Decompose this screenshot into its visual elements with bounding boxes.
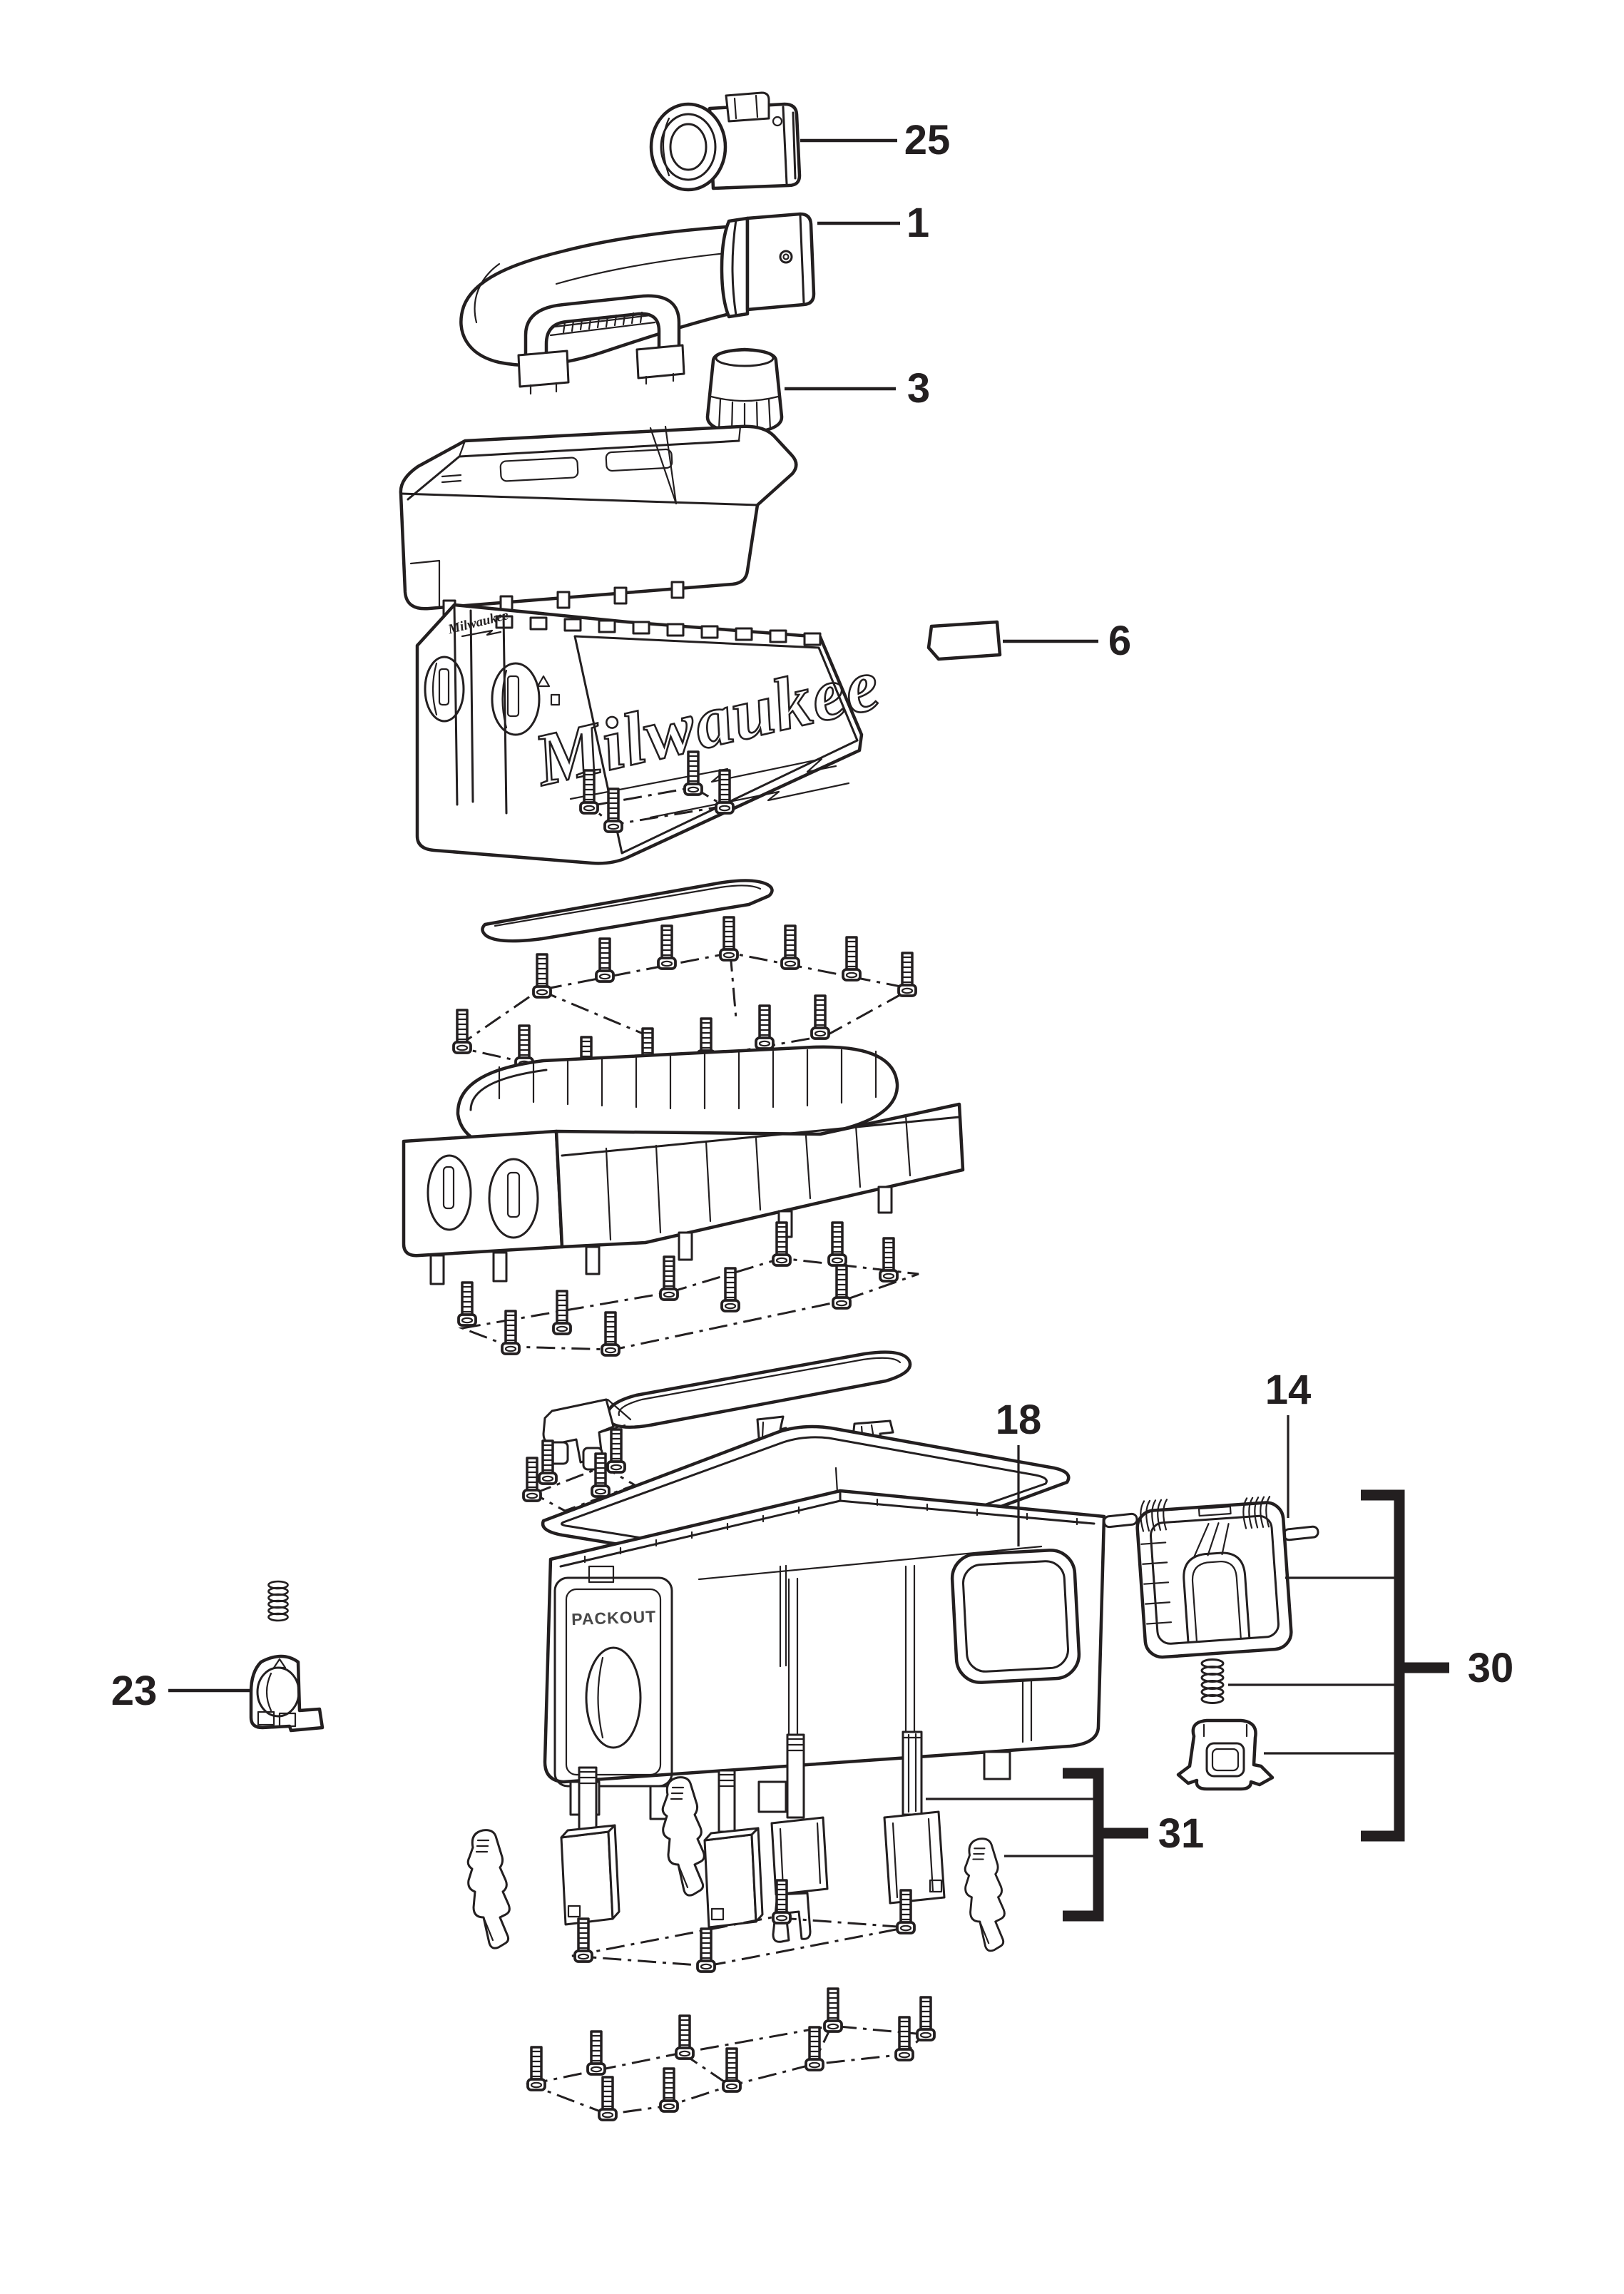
bracket-31	[926, 1768, 1148, 1922]
callout-6: 6	[1108, 618, 1131, 664]
callout-14: 14	[1265, 1367, 1312, 1413]
callout-25: 25	[904, 117, 951, 163]
callout-18: 18	[996, 1397, 1042, 1443]
bracket-30	[1228, 1489, 1449, 1842]
screw-set-a	[579, 750, 735, 833]
part-mid-frame	[402, 1045, 965, 1285]
part-filter-gasket	[950, 1549, 1081, 1684]
latch-claw-2	[661, 1769, 764, 1929]
part-seal-strip	[481, 879, 774, 943]
part-hose-coupling	[649, 91, 802, 192]
callout-31: 31	[1158, 1810, 1205, 1857]
part-top-cover	[399, 424, 798, 618]
part-carry-handle	[517, 294, 685, 395]
screw-set-c	[457, 1221, 919, 1357]
part-label-sticker	[926, 620, 1002, 661]
part-latch-button	[1176, 1718, 1275, 1791]
part-hinge-pin-right	[1282, 1525, 1319, 1541]
part-filter-door	[1135, 1496, 1293, 1659]
part-door-spring	[1200, 1658, 1225, 1704]
part-latch-23	[249, 1654, 325, 1733]
tank-label-text: PACKOUT	[571, 1607, 657, 1628]
callout-1: 1	[907, 200, 929, 246]
callout-30: 30	[1468, 1645, 1514, 1691]
part-latch-spring-23	[267, 1580, 289, 1622]
callout-3: 3	[907, 365, 930, 412]
latch-slider-1	[560, 1766, 621, 1926]
latch-tall-slider	[883, 1730, 946, 1905]
screw-set-f	[525, 1987, 936, 2121]
part-hinge-pin-left	[1103, 1512, 1138, 1529]
part-float-plate	[542, 1350, 912, 1471]
callout-23: 23	[111, 1668, 158, 1714]
part-knob	[705, 347, 784, 435]
